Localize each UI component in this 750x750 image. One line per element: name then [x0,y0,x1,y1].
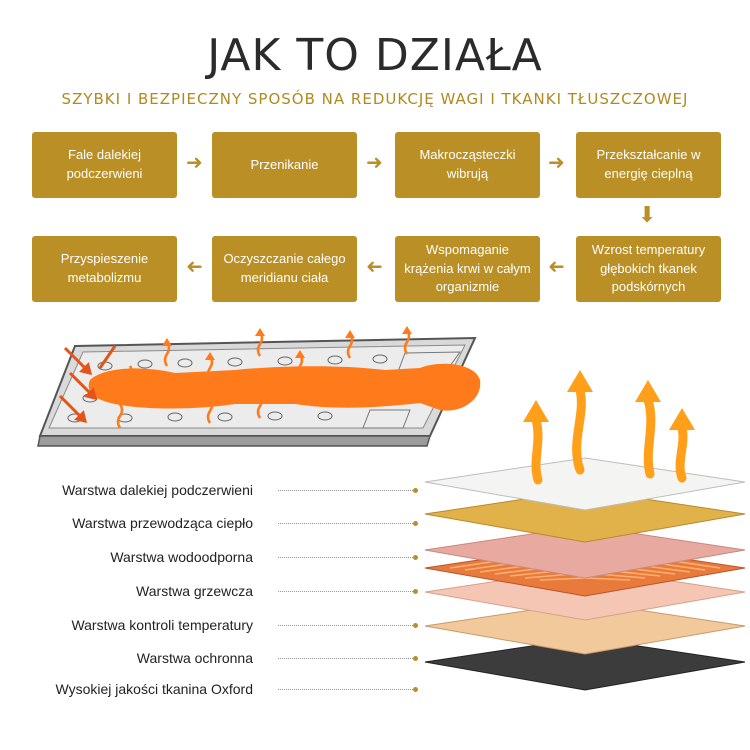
layer-label-heating: Warstwa grzewcza [136,583,253,599]
leader-dot [413,589,418,594]
flow-step-meridian: Oczyszczanie całego meridianu ciała [212,236,357,302]
layer-waterproof [424,525,746,579]
leader-dot [413,623,418,628]
flow-step-circulation: Wspomaganie krążenia krwi w całym organi… [395,236,540,302]
layer-label-heat-conducting: Warstwa przewodząca ciepło [72,515,253,531]
leader-line [278,591,415,592]
layer-label-far-infrared: Warstwa dalekiej podczerwieni [62,482,253,498]
leader-line [278,625,415,626]
leader-dot [413,656,418,661]
layer-far-infrared [424,457,746,511]
layer-label-oxford: Wysokiej jakości tkanina Oxford [55,681,253,697]
leader-line [278,557,415,558]
leader-line [278,689,415,690]
arrow-left-icon: ➜ [366,254,383,278]
arrow-right-icon: ➜ [186,150,203,174]
layer-label-protective: Warstwa ochronna [136,650,253,666]
flow-step-temperature: Wzrost temperatury głębokich tkanek pods… [576,236,721,302]
leader-dot [413,488,418,493]
flow-step-heat-conversion: Przekształcanie w energię cieplną [576,132,721,198]
page-title: JAK TO DZIAŁA [207,30,543,81]
leader-line [278,490,415,491]
arrow-left-icon: ➜ [186,254,203,278]
leader-dot [413,521,418,526]
layer-oxford [424,637,746,691]
layer-label-waterproof: Warstwa wodoodporna [110,549,253,565]
arrow-left-icon: ➜ [548,254,565,278]
flow-step-macromolecules: Makrocząsteczki wibrują [395,132,540,198]
heating-mat-illustration [37,326,481,447]
flow-step-penetration: Przenikanie [212,132,357,198]
page-subtitle: SZYBKI I BEZPIECZNY SPOSÓB NA REDUKCJĘ W… [61,90,689,108]
leader-line [278,523,415,524]
arrow-right-icon: ➜ [548,150,565,174]
flow-step-metabolism: Przyspieszenie metabolizmu [32,236,177,302]
arrow-down-icon: ⬇ [638,203,657,228]
leader-line [278,658,415,659]
layer-label-temperature-control: Warstwa kontroli temperatury [71,617,253,633]
leader-dot [413,687,418,692]
flow-step-far-infrared: Fale dalekiej podczerwieni [32,132,177,198]
arrow-right-icon: ➜ [366,150,383,174]
layer-stack-illustration [424,370,746,691]
leader-dot [413,555,418,560]
